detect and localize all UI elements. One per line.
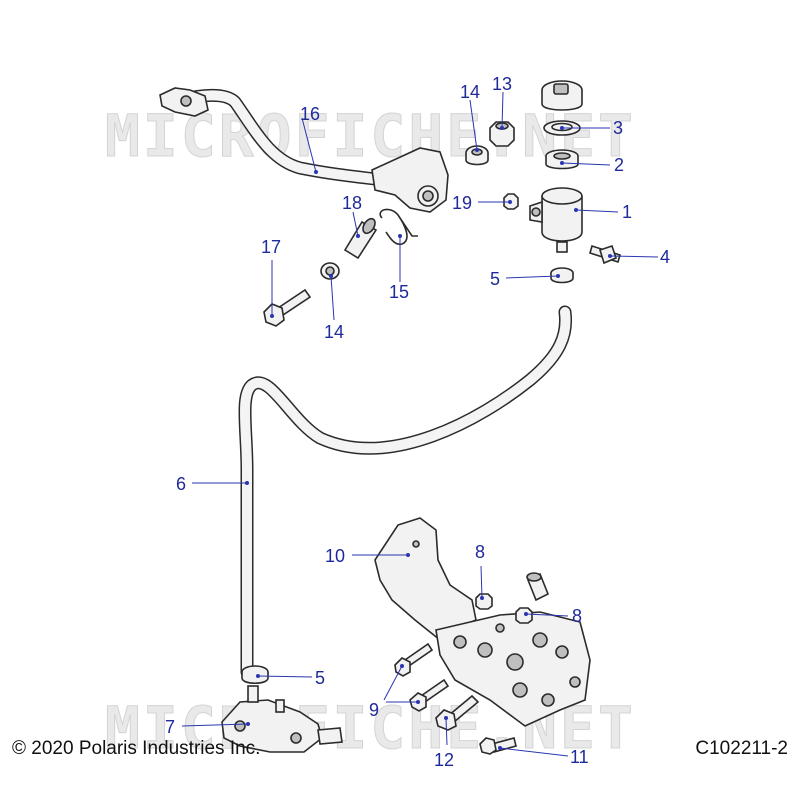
callout-16: 16 (300, 104, 320, 124)
bolt-11 (479, 737, 517, 755)
bushing-14-top (465, 145, 489, 166)
callout-13: 13 (492, 74, 512, 94)
hose-6 (238, 305, 573, 679)
callout-15: 15 (389, 282, 409, 302)
callout-14-mid: 14 (324, 322, 344, 342)
copyright-text: © 2020 Polaris Industries Inc. (12, 738, 261, 759)
sleeve-18 (343, 217, 378, 260)
callout-19: 19 (452, 193, 472, 213)
callout-1: 1 (622, 202, 632, 222)
callout-14-top: 14 (460, 82, 480, 102)
callout-6: 6 (176, 474, 186, 494)
bolts-9 (394, 642, 450, 712)
callout-8-lower: 8 (572, 606, 582, 626)
reservoir-cap (541, 80, 583, 111)
callout-7: 7 (165, 717, 175, 737)
callout-12: 12 (434, 750, 454, 770)
callout-8-upper: 8 (475, 542, 485, 562)
callout-9: 9 (369, 700, 379, 720)
bushing-14-mid (320, 262, 340, 280)
nut-8-upper (475, 593, 493, 610)
seal-2 (545, 149, 579, 170)
pedal-bracket (435, 611, 591, 727)
reservoir-1 (529, 187, 583, 253)
pedal-rod-16 (159, 87, 449, 213)
clamp-5-top (550, 267, 574, 284)
callout-2: 2 (614, 155, 624, 175)
callout-17: 17 (261, 237, 281, 257)
callout-10: 10 (325, 546, 345, 566)
bracket-10 (374, 517, 477, 642)
callout-4: 4 (660, 247, 670, 267)
callout-5-bottom: 5 (315, 668, 325, 688)
nut-8-lower (515, 607, 533, 624)
master-cylinder-7 (221, 685, 343, 753)
spring-15 (379, 208, 418, 246)
bolt-17 (263, 288, 312, 327)
callout-5-top: 5 (490, 269, 500, 289)
callout-11: 11 (570, 747, 589, 767)
spacer (526, 572, 550, 602)
bolt-4 (589, 244, 621, 265)
leader-lines (181, 91, 659, 757)
clamp-5-bottom (241, 665, 269, 685)
diagram-id: C102211-2 (695, 738, 788, 759)
callout-3: 3 (613, 118, 623, 138)
callout-labels: 16 14 13 3 2 19 1 18 15 17 14 4 5 6 10 8… (165, 74, 670, 770)
callout-18: 18 (342, 193, 362, 213)
